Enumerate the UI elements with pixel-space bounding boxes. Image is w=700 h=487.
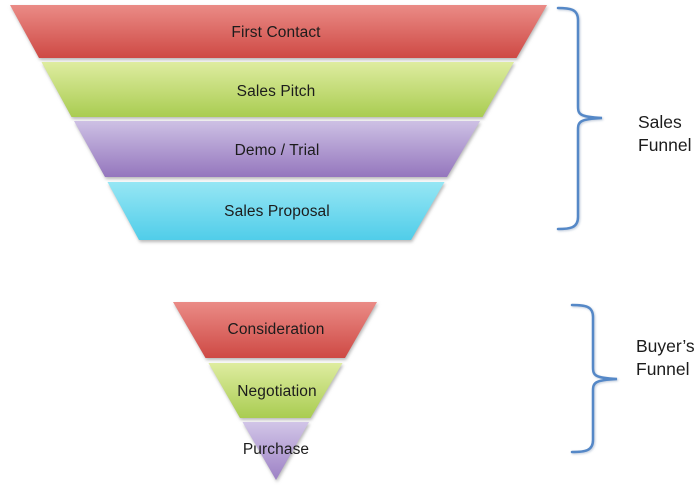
stage-label-negotiation: Negotiation [237, 383, 317, 400]
sales-stage-first-contact-shape [10, 5, 547, 58]
sales-funnel-brace [556, 6, 603, 231]
sales-funnel-label-line2: Funnel [638, 135, 692, 155]
stage-label-sales-pitch: Sales Pitch [236, 83, 316, 100]
buyers-funnel-brace [570, 303, 618, 454]
stage-label-first-contact: First Contact [231, 24, 321, 41]
sales-stage-sales-proposal-shape [107, 182, 445, 240]
sales-stage-sales-pitch-shape [41, 62, 514, 117]
buyers-funnel-label-line2: Funnel [636, 359, 690, 379]
buyers-stage-negotiation-shape [208, 363, 343, 418]
sales-funnel-shape [10, 5, 547, 240]
stage-label-consideration: Consideration [227, 321, 325, 338]
buyers-funnel-shape [173, 302, 377, 480]
buyers-funnel-label: Buyer’s Funnel [636, 335, 695, 381]
buyers-stage-purchase-shape [242, 422, 309, 480]
stage-label-demo-trial: Demo / Trial [234, 142, 320, 159]
sales-funnel-label-line1: Sales [638, 112, 682, 132]
buyers-stage-consideration-shape [173, 302, 377, 358]
buyers-funnel-label-line1: Buyer’s [636, 336, 695, 356]
stage-label-sales-proposal: Sales Proposal [224, 203, 330, 220]
stage-label-purchase: Purchase [242, 441, 310, 458]
sales-stage-demo-trial-shape [74, 121, 480, 177]
sales-funnel-label: Sales Funnel [638, 111, 692, 157]
